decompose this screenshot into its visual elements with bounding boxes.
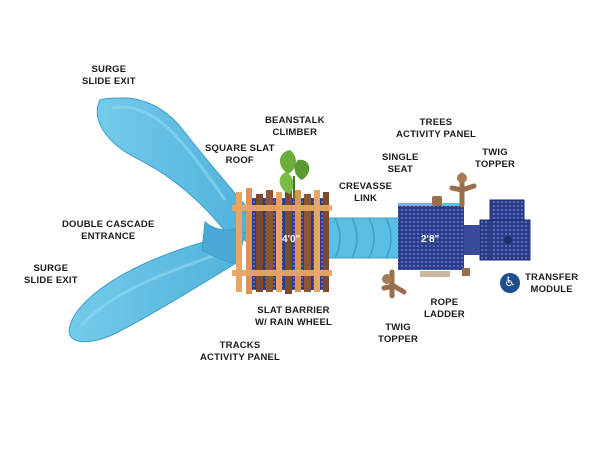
twig-topper-top (449, 172, 477, 208)
twig-topper-bottom (381, 269, 407, 299)
transfer-module (464, 199, 531, 261)
dimension-deck-left: 4'0" (282, 234, 301, 245)
deck-right (398, 205, 464, 270)
crevasse-link (324, 217, 401, 259)
wheelchair-icon: ♿ (500, 273, 520, 293)
single-seat (432, 196, 442, 206)
square-slat-roof (232, 188, 332, 294)
beanstalk-leaf (279, 150, 310, 200)
rope-ladder (420, 268, 470, 277)
dimension-deck-right: 2'8" (421, 234, 440, 245)
surge-slide-top (96, 97, 251, 243)
